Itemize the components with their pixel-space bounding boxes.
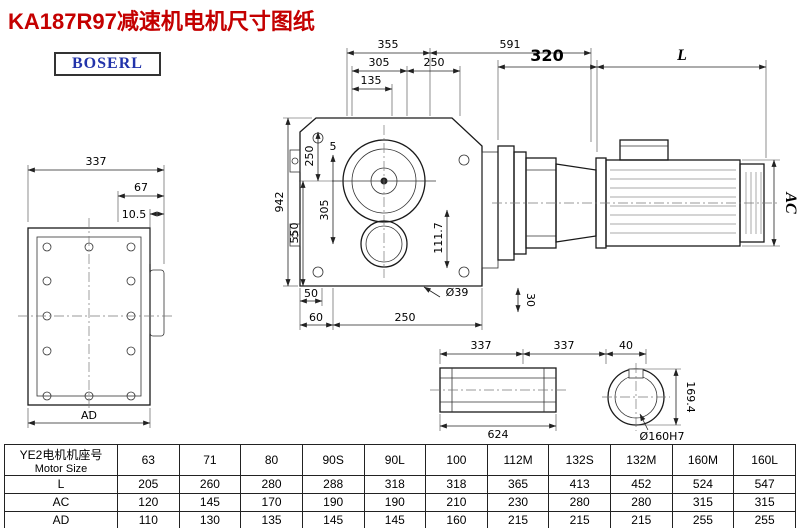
table-cell: 315	[671, 493, 735, 512]
table-cell: 547	[733, 475, 796, 494]
bore-view	[602, 363, 670, 431]
table-row-ac: AC 120 145 170 190 190 210 230 280 280 3…	[4, 493, 796, 512]
row-label: L	[4, 475, 118, 494]
dim-shaft-624: 624	[488, 428, 509, 441]
table-cell: 145	[178, 493, 242, 512]
table-cell: 160	[425, 511, 488, 528]
table-cell: 205	[117, 475, 180, 494]
table-cell: 315	[733, 493, 796, 512]
brand-logo: BOSERL	[54, 52, 161, 76]
dim-left-5: 5	[330, 140, 337, 153]
dim-right-111-7: 111.7	[432, 222, 445, 254]
col-header: 71	[178, 444, 242, 476]
col-header: 100	[425, 444, 488, 476]
col-header: 160M	[671, 444, 735, 476]
dim-bottom-60: 60	[309, 311, 323, 324]
table-cell: 190	[301, 493, 365, 512]
table-row-l: L 205 260 280 288 318 318 365 413 452 52…	[4, 475, 796, 494]
dim-left-550: 550	[288, 223, 301, 244]
table-header-en: Motor Size	[34, 462, 88, 475]
dim-bore-160h7: Ø160H7	[640, 430, 685, 443]
table-header-row: YE2电机机座号 Motor Size 63 71 80 90S 90L 100…	[4, 444, 796, 476]
table-cell: 215	[548, 511, 611, 528]
table-cell: 170	[240, 493, 303, 512]
table-cell: 145	[363, 511, 427, 528]
col-header: 112M	[486, 444, 550, 476]
dim-rear-offset: 67	[134, 181, 148, 194]
page-title: KA187R97减速机电机尺寸图纸	[8, 9, 315, 34]
dim-shaft-337a: 337	[471, 339, 492, 352]
table-cell: 260	[178, 475, 242, 494]
col-header: 132M	[610, 444, 673, 476]
table-cell: 452	[610, 475, 673, 494]
table-cell: 135	[240, 511, 303, 528]
shaft-view	[430, 367, 568, 413]
dim-motor-l: L	[676, 47, 687, 64]
dim-motor-320: 320	[530, 46, 563, 65]
dim-shaft-dia-39: Ø39	[446, 286, 469, 299]
dim-top-591: 591	[500, 38, 521, 51]
row-label: AC	[4, 493, 118, 512]
col-header: 80	[240, 444, 303, 476]
dim-bottom-250: 250	[395, 311, 416, 324]
table-cell: 230	[486, 493, 550, 512]
table-cell: 215	[610, 511, 673, 528]
technical-drawing: 337 67 10.5 AD	[18, 38, 799, 443]
table-cell: 120	[117, 493, 180, 512]
dim-shaft-337b: 337	[554, 339, 575, 352]
dim-left-942: 942	[273, 192, 286, 213]
col-header: 90S	[301, 444, 365, 476]
motor-size-table: YE2电机机座号 Motor Size 63 71 80 90S 90L 100…	[4, 444, 796, 528]
table-row-ad: AD 110 130 135 145 145 160 215 215 215 2…	[4, 511, 796, 528]
table-cell: 524	[671, 475, 735, 494]
col-header: 90L	[363, 444, 427, 476]
table-cell: 318	[363, 475, 427, 494]
col-header: 63	[117, 444, 180, 476]
dim-left-305: 305	[318, 200, 331, 221]
dim-motor-ac: AC	[782, 191, 799, 214]
rear-view	[18, 218, 172, 415]
table-cell: 413	[548, 475, 611, 494]
front-view	[289, 117, 499, 287]
table-cell: 110	[117, 511, 180, 528]
table-cell: 190	[363, 493, 427, 512]
dim-rear-ad: AD	[81, 409, 97, 422]
col-header: 160L	[733, 444, 796, 476]
table-cell: 288	[301, 475, 365, 494]
table-cell: 365	[486, 475, 550, 494]
dim-left-250: 250	[303, 146, 316, 167]
dim-top-250: 250	[424, 56, 445, 69]
bore-view-dims: 169.4 Ø160H7	[636, 368, 697, 443]
shaft-view-dims: 337 337 40 624	[439, 339, 647, 441]
dim-shaft-40: 40	[619, 339, 633, 352]
dim-rear-edge: 10.5	[122, 208, 147, 221]
dim-top-305: 305	[369, 56, 390, 69]
front-view-dims: 355 591 305 250 135 942 550 250 5 305 11…	[273, 38, 592, 330]
dim-rear-width: 337	[86, 155, 107, 168]
dim-bore-169-4: 169.4	[684, 381, 697, 413]
table-cell: 280	[548, 493, 611, 512]
col-header: 132S	[548, 444, 611, 476]
table-cell: 255	[671, 511, 735, 528]
table-header-cell: YE2电机机座号 Motor Size	[4, 444, 118, 476]
dim-bottom-50: 50	[304, 287, 318, 300]
dim-top-355: 355	[378, 38, 399, 51]
table-cell: 280	[610, 493, 673, 512]
rear-view-dims: 337 67 10.5 AD	[27, 155, 165, 428]
table-cell: 210	[425, 493, 488, 512]
row-label: AD	[4, 511, 118, 528]
dim-right-30: 30	[524, 293, 537, 307]
table-header-cn: YE2电机机座号	[19, 447, 103, 462]
motor-view-dims: 320 L AC	[497, 46, 799, 247]
motor-side-view	[492, 139, 778, 261]
dim-top-135: 135	[361, 74, 382, 87]
table-cell: 280	[240, 475, 303, 494]
table-cell: 255	[733, 511, 796, 528]
table-cell: 130	[178, 511, 242, 528]
table-cell: 215	[486, 511, 550, 528]
table-cell: 318	[425, 475, 488, 494]
table-cell: 145	[301, 511, 365, 528]
